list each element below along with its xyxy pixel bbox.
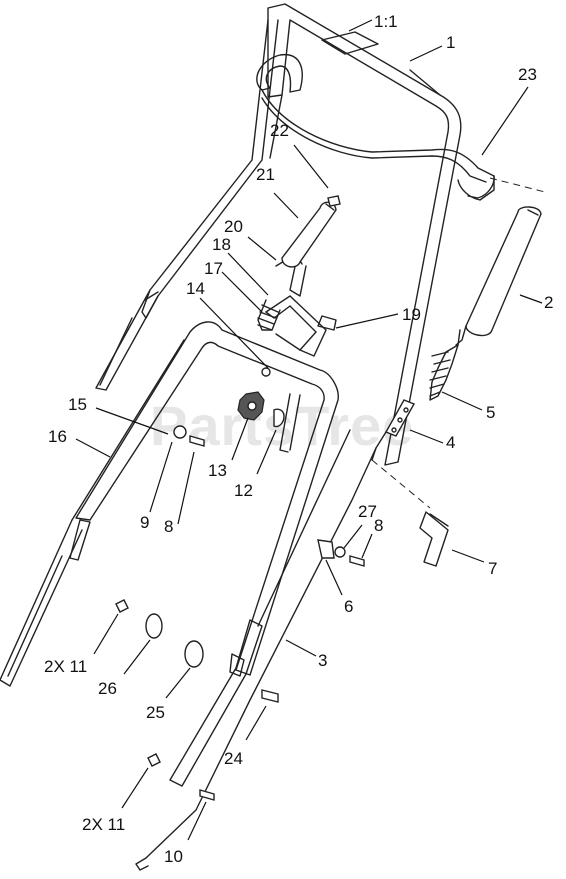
callout-23: 23 (518, 65, 537, 84)
grip-cover (281, 195, 341, 268)
callout-19: 19 (402, 305, 421, 324)
assembly-line-top (489, 177, 546, 193)
callout-14: 14 (186, 279, 205, 298)
callout-1: 1 (446, 33, 455, 52)
callout-12: 12 (234, 481, 253, 500)
spring (429, 329, 461, 401)
scale-label: 1:1 (374, 12, 398, 31)
callout-24: 24 (224, 749, 243, 768)
callout-5: 5 (486, 403, 495, 422)
callout-11-lower: 2X 11 (82, 815, 125, 834)
callout-8-right: 8 (374, 516, 383, 535)
grip-tube (455, 206, 542, 346)
link-bar (371, 399, 416, 461)
callout-15: 15 (68, 395, 87, 414)
callout-2: 2 (544, 293, 553, 312)
callout-21: 21 (256, 165, 275, 184)
callout-27: 27 (358, 502, 377, 521)
callout-13: 13 (208, 461, 227, 480)
callout-20: 20 (224, 217, 243, 236)
callout-labels: 1:1 1 2 3 4 5 6 7 8 8 9 10 2X 11 2X 11 1… (44, 12, 553, 866)
callout-8-left: 8 (164, 517, 173, 536)
callout-10: 10 (164, 847, 183, 866)
callout-16: 16 (48, 427, 67, 446)
callout-9: 9 (140, 513, 149, 532)
watermark: PartsTree (150, 394, 414, 457)
callout-7: 7 (488, 559, 497, 578)
lower-handle (0, 321, 377, 871)
callout-25: 25 (146, 703, 165, 722)
control-bail (256, 54, 495, 201)
callout-26: 26 (98, 679, 117, 698)
assembly-line-bottom (371, 459, 431, 509)
callout-4: 4 (446, 433, 455, 452)
leader-lines (75, 19, 543, 841)
side-bracket (317, 539, 365, 567)
upper-handle (95, 3, 462, 466)
handle-bail (419, 511, 449, 567)
callout-17: 17 (204, 259, 223, 278)
pivot-bracket (264, 253, 337, 357)
callout-18: 18 (212, 235, 231, 254)
spring-lever (257, 299, 281, 331)
callout-6: 6 (344, 597, 353, 616)
lower-hardware (115, 599, 279, 801)
knob-assembly (173, 367, 285, 447)
callout-22: 22 (270, 121, 289, 140)
callout-3: 3 (318, 651, 327, 670)
callout-11-upper: 2X 11 (44, 657, 87, 676)
